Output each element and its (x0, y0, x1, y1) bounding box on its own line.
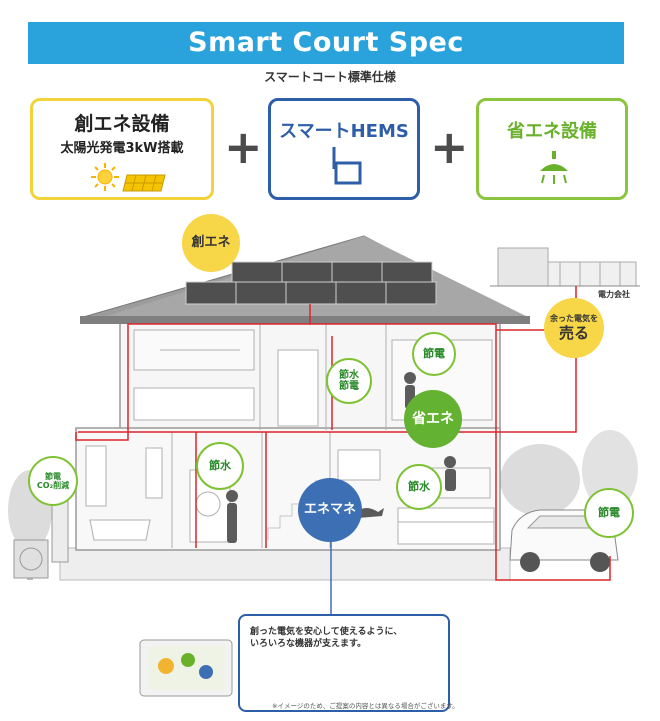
water-saving-bath-bubble: 節水 (196, 442, 244, 490)
smart-hems-card: スマートHEMS (268, 98, 420, 200)
co2-reduction-bubble: 節電 CO₂削減 (28, 456, 78, 506)
hems-device-icon (332, 147, 362, 185)
roof-solar-panels-icon (185, 261, 437, 305)
energy-saving-bubble: 省エネ (404, 390, 462, 448)
creation-card-title: 創エネ設備 (74, 113, 170, 135)
water-power-saving-bubble: 節水 節電 (326, 358, 372, 404)
disclaimer-note: ※イメージのため、ご提案の内容とは異なる場合がございます。 (272, 702, 459, 710)
devices-info-box: 創った電気を安心して使えるように、 いろいろな機器が支えます。 (238, 614, 450, 712)
heat-pump-icon (13, 539, 49, 579)
plus-sign-1: + (224, 120, 263, 174)
person-kitchen-icon (444, 456, 456, 468)
water-power-saving-line2: 節電 (339, 381, 359, 392)
page-title: Smart Court Spec (188, 27, 464, 58)
title-banner: Smart Court Spec (28, 22, 624, 64)
devices-info-text: 創った電気を安心して使えるように、 いろいろな機器が支えます。 (250, 626, 440, 650)
devices-info-line1: 創った電気を安心して使えるように、 (250, 627, 403, 637)
co2-reduction-line1: 節電 (45, 471, 61, 481)
power-company-building-icon (490, 247, 640, 287)
creation-card-subtitle: 太陽光発電3kW搭載 (60, 141, 184, 156)
co2-reduction-line2: CO₂削減 (36, 481, 70, 490)
person-upper-icon (404, 372, 416, 384)
power-saving-upper-bubble: 節電 (412, 332, 456, 376)
sell-electricity-line2: 売る (558, 323, 589, 342)
water-saving-living-bubble: 節水 (396, 464, 442, 510)
tree-right-icon (500, 430, 638, 516)
ceiling-light-icon (540, 151, 568, 184)
energy-management-bubble: エネマネ (298, 478, 362, 542)
creation-energy-bubble: 創エネ (182, 214, 240, 272)
creation-equipment-card: 創エネ設備 太陽光発電3kW搭載 (30, 98, 214, 200)
sell-electricity-bubble: 余った電気を 売る (544, 298, 604, 358)
plus-sign-2: + (430, 120, 469, 174)
water-power-saving-line1: 節水 (339, 369, 359, 381)
hems-monitor-icon (139, 639, 233, 697)
power-company-label: 電力会社 (598, 290, 630, 299)
power-saving-car-bubble: 節電 (584, 488, 634, 538)
saving-card-title: 省エネ設備 (507, 121, 597, 142)
sell-electricity-line1: 余った電気を (550, 313, 598, 323)
person-bath-icon (226, 490, 238, 502)
solar-panel-icon (122, 174, 166, 192)
sun-icon (91, 163, 119, 191)
energy-saving-card: 省エネ設備 (476, 98, 628, 200)
hems-card-title: スマートHEMS (279, 121, 409, 142)
cat-icon (356, 508, 384, 518)
page-subtitle: スマートコート標準仕様 (264, 70, 396, 84)
devices-info-line2: いろいろな機器が支えます。 (250, 639, 367, 650)
